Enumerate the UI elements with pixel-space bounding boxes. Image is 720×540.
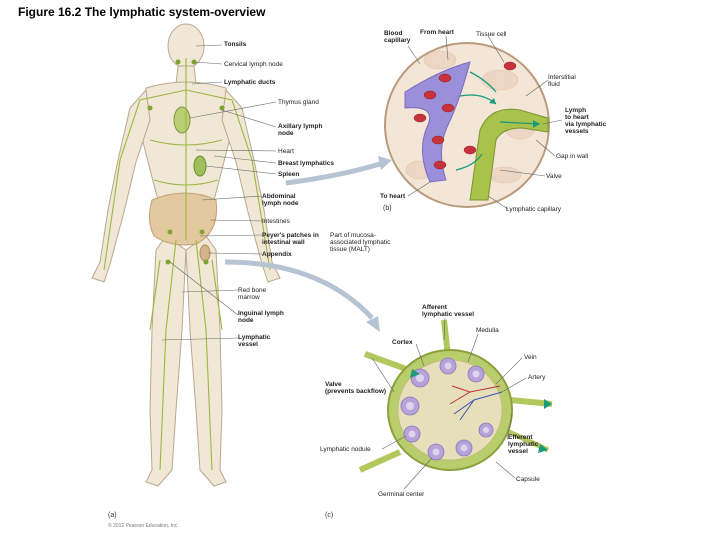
label-thymus-gland: Thymus gland: [278, 99, 319, 106]
lymphatic-network: [103, 58, 271, 471]
label-appendix: Appendix: [262, 251, 292, 258]
label-lymphatic-vessel: Lymphatic vessel: [238, 334, 271, 348]
label-from-heart: From heart: [420, 29, 454, 36]
copyright-note: © 2012 Pearson Education, Inc.: [108, 523, 179, 529]
label-lymph-to-heart: Lymph to heart via lymphatic vessels: [565, 107, 607, 135]
panel-label-b: (b): [383, 205, 392, 212]
intestines-shape: [148, 192, 218, 246]
label-lymphatic-nodule: Lymphatic nodule: [320, 446, 371, 453]
thymus-shape: [173, 106, 191, 134]
label-efferent-vessel: Efferent lymphatic vessel: [508, 434, 539, 455]
label-cervical-lymph-node: Cervical lymph node: [224, 61, 283, 68]
label-lymphatic-ducts: Lymphatic ducts: [224, 79, 276, 86]
lymph-node-figure: [358, 317, 553, 490]
label-valve-capillary: Valve: [546, 173, 562, 180]
label-inguinal-lymph-node: Inguinal lymph node: [238, 310, 284, 324]
zoom-arrows: [224, 156, 392, 332]
label-medulla: Medulla: [476, 327, 499, 334]
label-breast-lymphatics: Breast lymphatics: [278, 160, 334, 167]
label-axillary-lymph-node: Axillary lymph node: [278, 123, 323, 137]
label-afferent-vessel: Afferent lymphatic vessel: [422, 304, 475, 318]
label-capsule: Capsule: [516, 476, 540, 483]
label-tonsils: Tonsils: [224, 41, 247, 48]
label-blood-capillary: Blood capillary: [384, 30, 411, 44]
label-tissue-cell: Tissue cell: [476, 31, 507, 38]
label-peyers-patches: Peyer's patches in intestinal wall: [262, 232, 319, 246]
label-gap-in-wall: Gap in wall: [556, 153, 589, 160]
label-artery: Artery: [528, 374, 546, 381]
panel-label-c: (c): [325, 512, 334, 519]
label-cortex: Cortex: [392, 339, 413, 346]
label-malt: Part of mucosa- associated lymphatic tis…: [330, 232, 391, 253]
label-heart: Heart: [278, 148, 294, 155]
label-germinal-center: Germinal center: [378, 491, 425, 498]
label-to-heart: To heart: [380, 193, 406, 200]
label-valve-backflow: Valve (prevents backflow): [325, 381, 387, 395]
label-interstitial-fluid: Interstitial fluid: [548, 74, 576, 88]
human-body-figure: [91, 23, 281, 487]
spleen-shape: [193, 155, 207, 177]
label-spleen: Spleen: [278, 171, 300, 178]
label-abdominal-lymph-node: Abdominal lymph node: [262, 193, 299, 207]
label-intestines: Intestines: [262, 218, 290, 225]
label-lymphatic-capillary: Lymphatic capillary: [506, 206, 562, 213]
label-vein: Vein: [524, 354, 537, 361]
capillary-detail-figure: [384, 35, 563, 210]
blood-capillary-shape: [404, 61, 471, 183]
lymphatic-capillary-shape: [469, 108, 549, 201]
panel-label-a: (a): [108, 512, 117, 519]
label-red-bone-marrow: Red bone marrow: [238, 287, 267, 301]
figure-title: Figure 16.2 The lymphatic system-overvie…: [18, 5, 266, 19]
